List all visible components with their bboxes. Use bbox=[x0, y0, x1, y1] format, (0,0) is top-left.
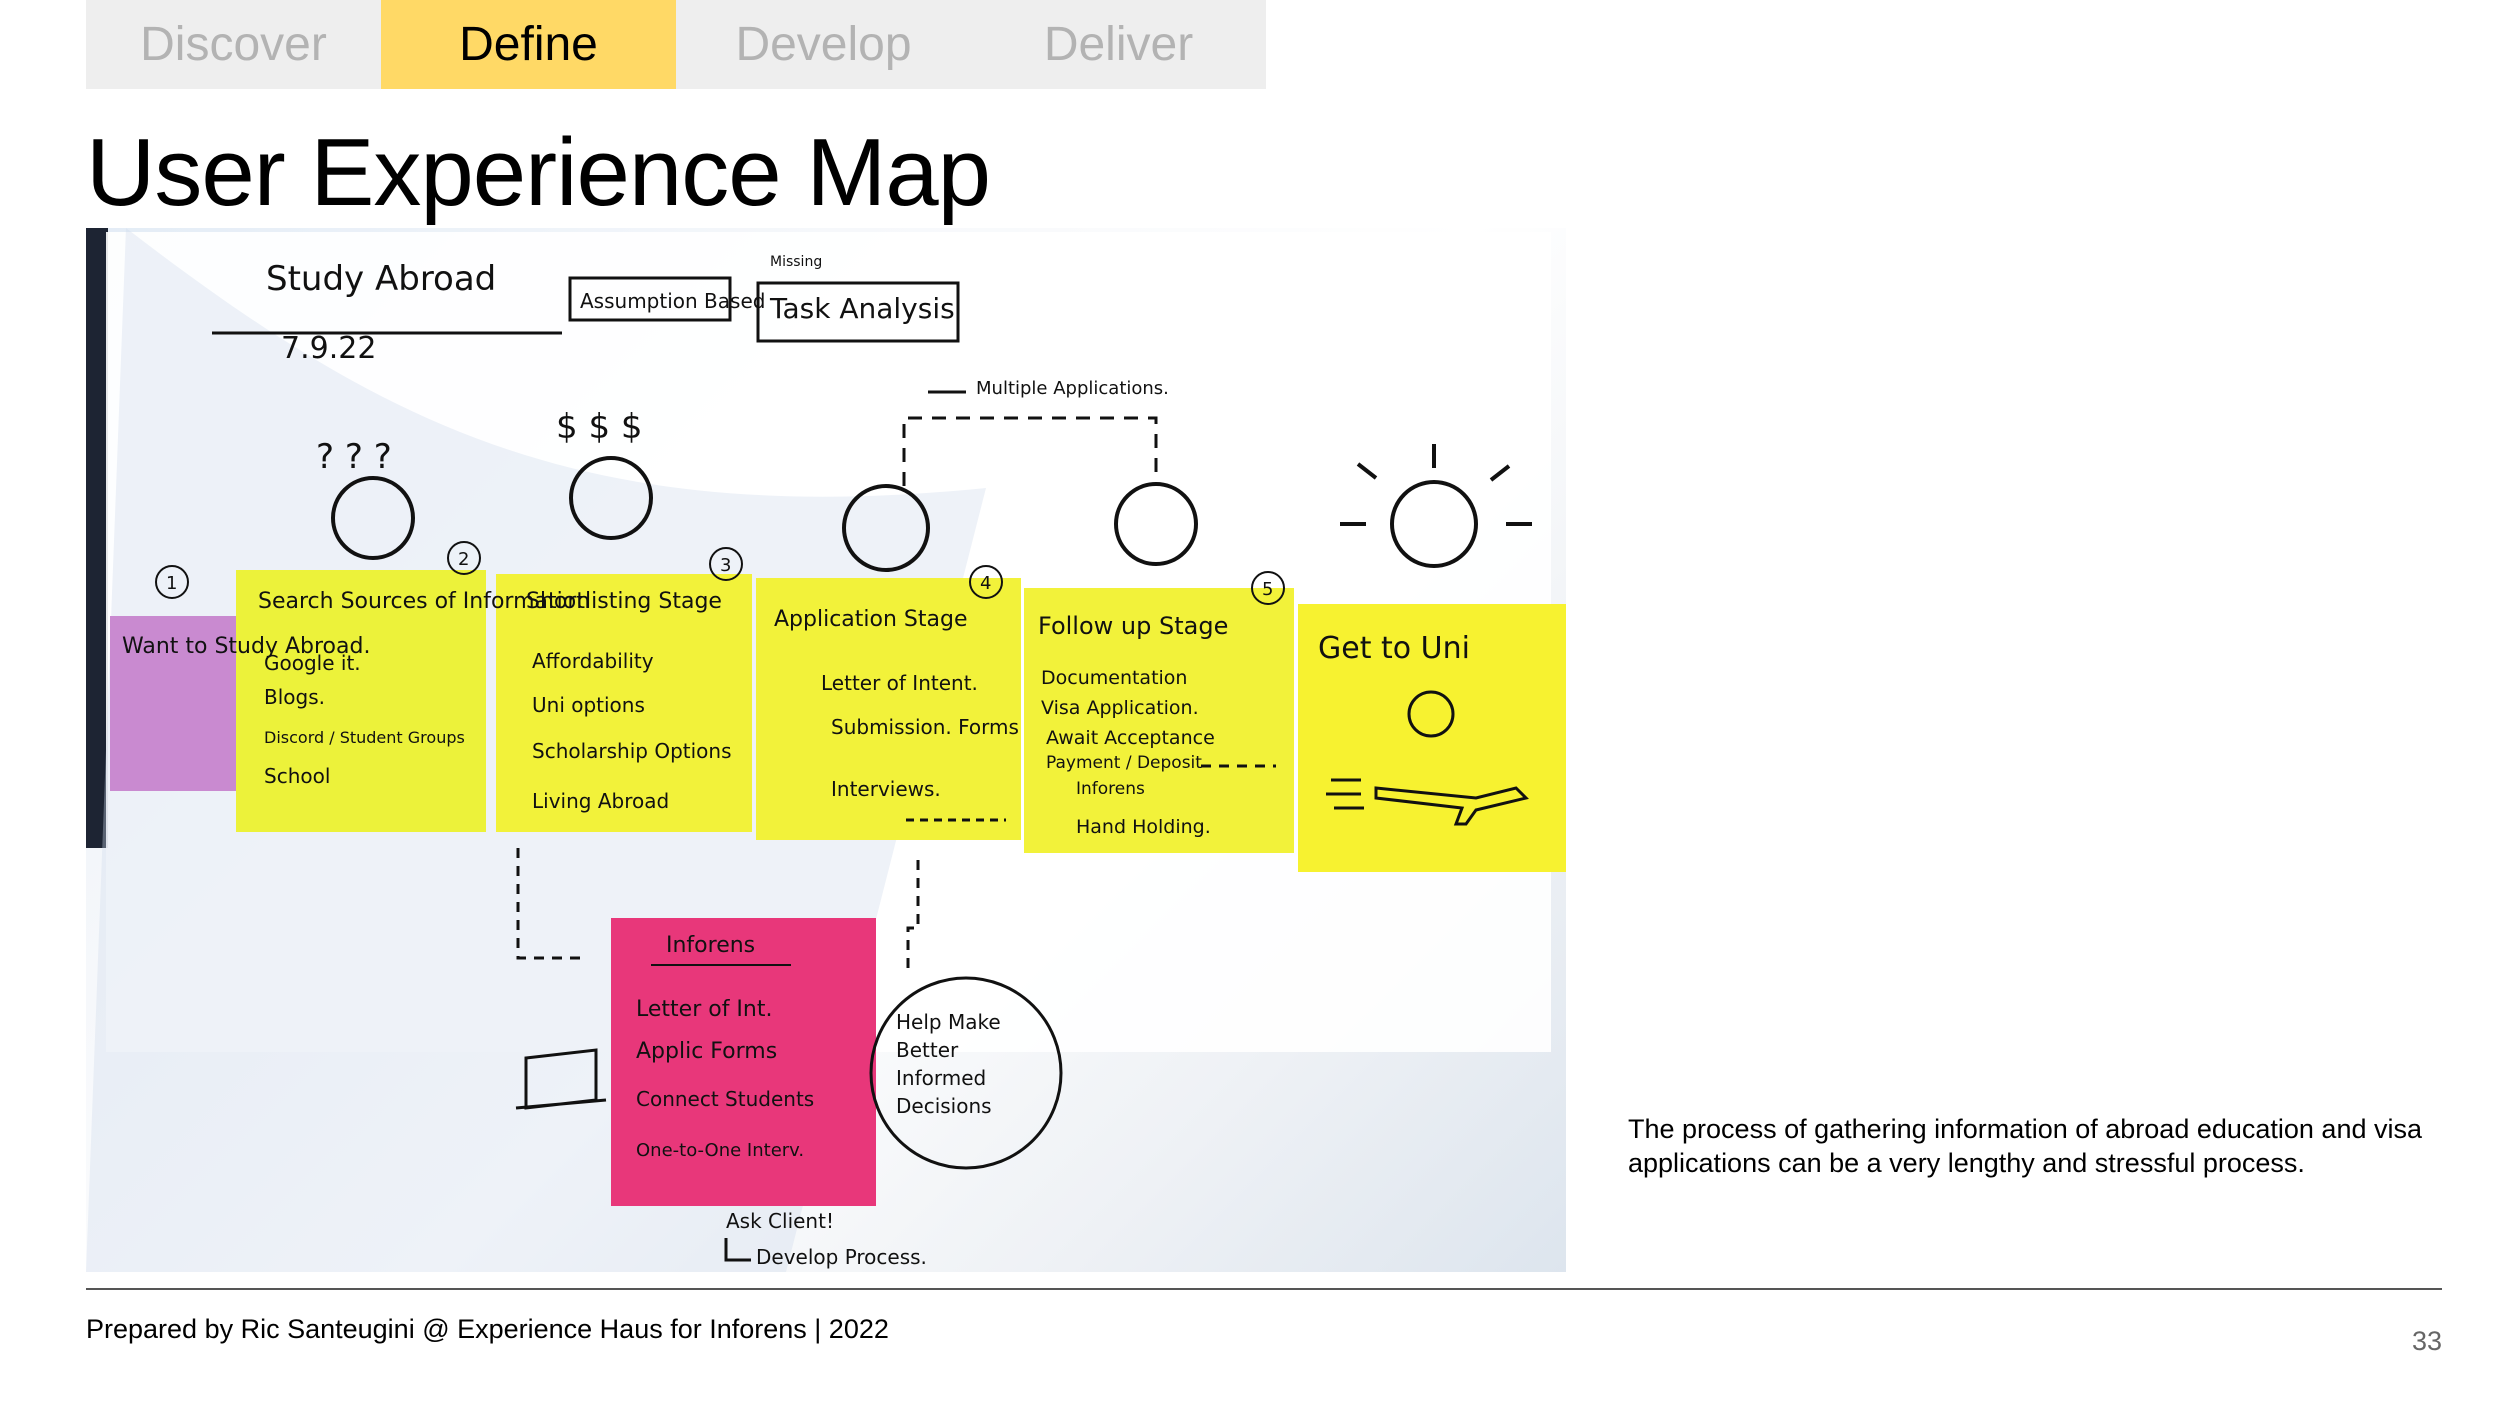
stage-5-item: Inforens bbox=[1076, 779, 1145, 799]
stage-5-item: Payment / Deposit bbox=[1046, 753, 1202, 773]
stage-6-title: Get to Uni bbox=[1318, 631, 1470, 666]
svg-text:$ $ $: $ $ $ bbox=[556, 407, 643, 447]
tab-deliver[interactable]: Deliver bbox=[971, 0, 1266, 89]
stage-5-title: Follow up Stage bbox=[1038, 612, 1228, 640]
dark-edge bbox=[86, 228, 108, 848]
inforens-title: Inforens bbox=[666, 933, 755, 958]
stage-3-item: Scholarship Options bbox=[532, 739, 732, 763]
stage-1-title: Want to Study Abroad. bbox=[122, 634, 370, 659]
bubble-text: Help Make Better Informed Decisions bbox=[896, 1010, 1001, 1118]
phase-tabs: Discover Define Develop Deliver bbox=[86, 0, 1266, 89]
inforens-item: Applic Forms bbox=[636, 1039, 777, 1064]
stage-4-number: 4 bbox=[980, 573, 991, 594]
experience-map-photo: Study Abroad 7.9.22 Assumption Based Mis… bbox=[86, 228, 1566, 1272]
ask-client: Ask Client! bbox=[726, 1209, 834, 1233]
inforens-item: Connect Students bbox=[636, 1087, 814, 1111]
whiteboard-sketch: Study Abroad 7.9.22 Assumption Based Mis… bbox=[86, 228, 1566, 1272]
stage-3-item: Affordability bbox=[532, 649, 654, 673]
header-task: Task Analysis bbox=[769, 292, 955, 325]
header-tag: Assumption Based bbox=[580, 289, 765, 313]
header-missing: Missing bbox=[770, 254, 822, 270]
stage-2-item: Google it. bbox=[264, 651, 361, 675]
stage-5-item: Await Acceptance bbox=[1046, 727, 1215, 749]
description-text: The process of gathering information of … bbox=[1628, 1114, 2422, 1178]
sticky-stage-2 bbox=[236, 570, 486, 832]
tab-discover[interactable]: Discover bbox=[86, 0, 381, 89]
inforens-item: Letter of Int. bbox=[636, 997, 772, 1022]
stage-5-item: Documentation bbox=[1041, 667, 1187, 689]
tab-develop[interactable]: Develop bbox=[676, 0, 971, 89]
sticky-stage-6 bbox=[1298, 604, 1566, 872]
stage-3-item: Uni options bbox=[532, 693, 645, 717]
smile-icon bbox=[1407, 690, 1455, 738]
stage-4-item: Submission. Forms bbox=[831, 715, 1019, 739]
airplane-icon bbox=[1374, 786, 1529, 826]
happy-sun-face-icon bbox=[1390, 480, 1478, 568]
sticky-stage-4 bbox=[756, 578, 1021, 840]
page-title: User Experience Map bbox=[86, 119, 991, 226]
thought-bubble bbox=[869, 976, 1063, 1170]
money-face-icon bbox=[569, 456, 653, 540]
stage-4-title: Application Stage bbox=[774, 607, 968, 632]
header-title: Study Abroad bbox=[266, 259, 496, 299]
header-date: 7.9.22 bbox=[281, 331, 376, 366]
svg-text:? ? ?: ? ? ? bbox=[316, 437, 392, 477]
laptop-icon bbox=[515, 1048, 607, 1110]
stage-5-number: 5 bbox=[1262, 579, 1273, 600]
inforens-item: One-to-One Interv. bbox=[636, 1140, 804, 1161]
stage-1-number: 1 bbox=[166, 573, 177, 594]
stage-5-item: Visa Application. bbox=[1041, 697, 1199, 719]
waiting-face-icon bbox=[1114, 482, 1198, 566]
stage-2-item: Discord / Student Groups bbox=[264, 728, 465, 747]
stage-3-number: 3 bbox=[720, 555, 731, 576]
worried-face-icon bbox=[331, 476, 415, 560]
tab-define[interactable]: Define bbox=[381, 0, 676, 89]
sticky-stage-1 bbox=[110, 616, 240, 791]
multiple-note: Multiple Applications. bbox=[976, 378, 1169, 399]
frustrated-face-icon bbox=[842, 484, 930, 572]
stage-3-title: Shortlisting Stage bbox=[526, 589, 722, 614]
stage-4-item: Letter of Intent. bbox=[821, 671, 978, 695]
stage-2-title: Search Sources of Information bbox=[258, 589, 590, 614]
footer-credit: Prepared by Ric Santeugini @ Experience … bbox=[86, 1314, 889, 1344]
develop-process: Develop Process. bbox=[756, 1245, 927, 1269]
stage-2-item: Blogs. bbox=[264, 685, 325, 709]
page-number: 33 bbox=[2411, 1326, 2442, 1356]
stage-4-item: Interviews. bbox=[831, 777, 941, 801]
sticky-stage-5 bbox=[1024, 588, 1294, 853]
stage-2-item: School bbox=[264, 764, 330, 788]
stage-2-number: 2 bbox=[458, 549, 469, 570]
stage-5-item: Hand Holding. bbox=[1076, 816, 1211, 838]
stage-3-item: Living Abroad bbox=[532, 789, 669, 813]
footer-divider bbox=[86, 1288, 2442, 1290]
sticky-stage-3 bbox=[496, 574, 752, 832]
